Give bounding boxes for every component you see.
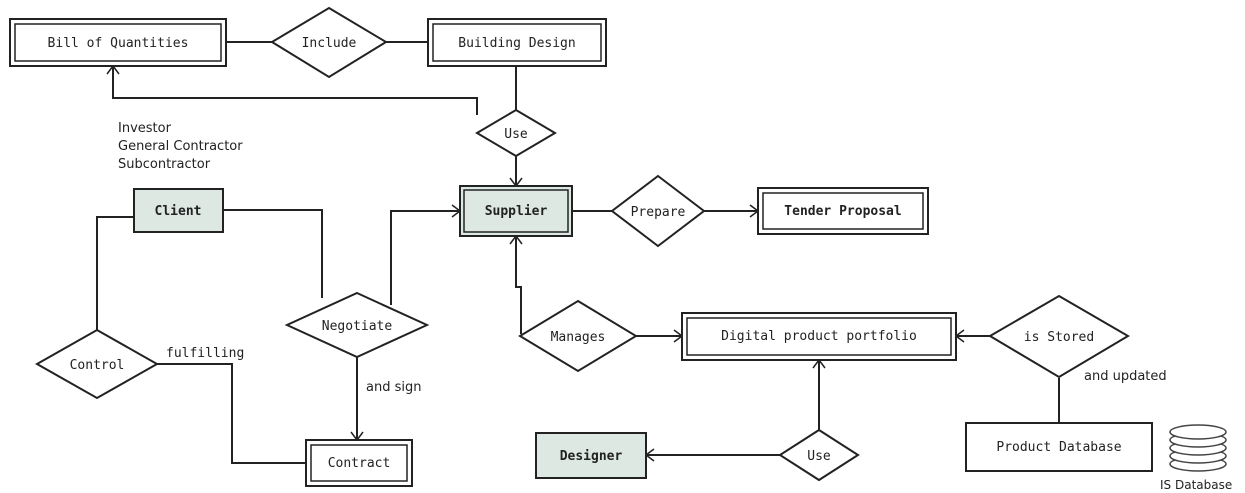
entity-box bbox=[757, 187, 929, 235]
relationship-diamond bbox=[610, 174, 706, 248]
relationship-diamond bbox=[284, 291, 430, 359]
entity-box-inner bbox=[686, 317, 952, 356]
relationship-diamond bbox=[270, 6, 388, 79]
entity-designer: Designer bbox=[535, 432, 647, 479]
entity-box bbox=[427, 18, 607, 67]
entity-box-inner bbox=[432, 23, 602, 62]
link-client-control bbox=[96, 216, 134, 332]
crows-foot-supplier-left bbox=[451, 204, 461, 218]
entity-contract: Contract bbox=[305, 439, 413, 487]
role-general-contractor: General Contractor bbox=[118, 139, 243, 154]
entity-tender-proposal: Tender Proposal bbox=[757, 187, 929, 235]
entity-label: Supplier bbox=[485, 204, 548, 219]
crows-foot-portfolio-bottom bbox=[812, 359, 826, 369]
entity-box bbox=[305, 439, 413, 487]
database-icon bbox=[1169, 424, 1227, 472]
database-disk bbox=[1169, 424, 1227, 440]
role-investor: Investor bbox=[118, 121, 172, 136]
entity-label: Client bbox=[155, 204, 202, 219]
label-and-sign: and sign bbox=[366, 380, 421, 395]
relationship-label: Include bbox=[302, 36, 357, 51]
relationship-use-bottom: Use bbox=[778, 428, 860, 482]
relationship-diamond bbox=[988, 294, 1130, 379]
entity-box-inner bbox=[463, 189, 569, 233]
label-is-database: IS Database bbox=[1160, 478, 1232, 492]
crows-foot-supplier-top bbox=[509, 177, 523, 187]
label-and-updated: and updated bbox=[1084, 369, 1167, 384]
entity-label: Product Database bbox=[996, 440, 1121, 455]
entity-digital-product-portfolio: Digital product portfolio bbox=[681, 312, 957, 361]
relationship-control: Control bbox=[34, 328, 160, 400]
entity-box bbox=[535, 432, 647, 479]
relationship-label: Use bbox=[807, 449, 831, 464]
crows-foot-contract-top bbox=[350, 431, 364, 441]
relationship-is-stored: is Stored bbox=[988, 294, 1130, 379]
entity-label: Designer bbox=[560, 449, 623, 464]
client-roles-note: Investor General Contractor Subcontracto… bbox=[118, 121, 243, 172]
entity-product-database: Product Database bbox=[965, 422, 1153, 472]
link-boq-use bbox=[112, 66, 478, 115]
entity-label: Contract bbox=[328, 456, 391, 471]
link-supplier-manages bbox=[515, 236, 522, 334]
relationship-label: Control bbox=[70, 358, 125, 373]
crows-foot-supplier-bottom bbox=[509, 235, 523, 245]
crows-foot-boq-bottom bbox=[106, 65, 120, 75]
entity-box bbox=[9, 18, 227, 67]
connectors bbox=[96, 41, 1060, 464]
entity-box bbox=[965, 422, 1153, 472]
crows-foot-portfolio-right bbox=[955, 329, 965, 343]
crows-foot-designer-right bbox=[645, 448, 655, 462]
relationship-label: is Stored bbox=[1024, 330, 1094, 345]
relationship-label: Negotiate bbox=[322, 319, 393, 334]
relationship-include: Include bbox=[270, 6, 388, 79]
entity-box-inner bbox=[762, 192, 924, 230]
entity-box bbox=[681, 312, 957, 361]
entity-label: Building Design bbox=[458, 36, 575, 51]
label-fulfilling: fulfilling bbox=[166, 346, 244, 361]
link-control-contract bbox=[157, 363, 306, 464]
entity-label: Tender Proposal bbox=[784, 204, 901, 219]
entity-box-inner bbox=[14, 23, 222, 62]
entity-building-design: Building Design bbox=[427, 18, 607, 67]
relationship-diamond bbox=[518, 299, 638, 373]
relationship-negotiate: Negotiate bbox=[284, 291, 430, 359]
entity-label: Bill of Quantities bbox=[48, 36, 189, 51]
entity-supplier: Supplier bbox=[459, 185, 573, 237]
relationship-prepare: Prepare bbox=[610, 174, 706, 248]
crows-foot-tender-left bbox=[749, 204, 759, 218]
link-negotiate-supplier bbox=[390, 210, 460, 305]
entity-client: Client bbox=[133, 188, 224, 233]
entity-box bbox=[459, 185, 573, 237]
relationship-label: Manages bbox=[551, 330, 606, 345]
relationship-label: Prepare bbox=[631, 205, 686, 220]
entity-box bbox=[133, 188, 224, 233]
relationship-label: Use bbox=[504, 127, 528, 142]
role-subcontractor: Subcontractor bbox=[118, 157, 211, 172]
entity-box-inner bbox=[310, 444, 408, 482]
cardinality-markers bbox=[106, 35, 965, 462]
relationship-diamond bbox=[778, 428, 860, 482]
entity-bill-of-quantities: Bill of Quantities bbox=[9, 18, 227, 67]
relationship-diamond bbox=[475, 108, 557, 158]
relationship-manages: Manages bbox=[518, 299, 638, 373]
relationship-use-top: Use bbox=[475, 108, 557, 158]
relationship-diamond bbox=[34, 328, 160, 400]
entity-label: Digital product portfolio bbox=[721, 329, 917, 344]
link-client-negotiate bbox=[223, 209, 323, 298]
crows-foot-portfolio-left bbox=[673, 329, 683, 343]
